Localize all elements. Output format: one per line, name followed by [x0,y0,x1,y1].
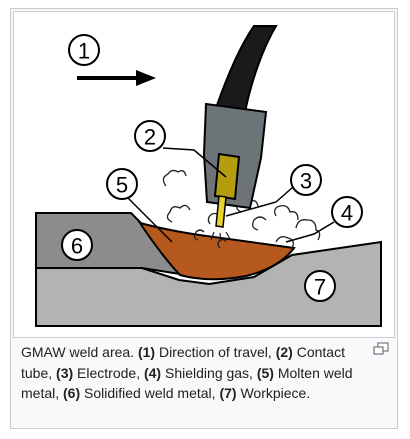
callout-5: 5 [106,168,138,200]
caption-num-3: (3) [56,364,74,381]
callout-label-6: 6 [71,234,83,259]
caption-text-4: Shielding gas, [161,364,257,381]
callout-label-2: 2 [144,125,156,150]
gmaw-illustration: 1 2 3 4 5 6 7 [35,25,382,327]
magnify-icon[interactable] [373,342,389,356]
caption-text-3: Electrode, [73,364,144,381]
caption-num-7: (7) [219,385,237,401]
caption-text-1: Direction of travel, [155,344,276,360]
caption-num-1: (1) [137,344,156,360]
torch-hose [214,25,278,114]
caption-text-6: Solidified weld metal, [80,385,220,401]
figure-caption: GMAW weld area. (1) Direction of travel,… [21,342,371,404]
caption-num-6: (6) [63,385,81,401]
caption-num-4: (4) [143,364,162,381]
caption-text-2: Contact tube, [21,344,345,381]
callout-1: 1 [68,34,100,66]
molten-weld-metal [137,221,296,281]
callout-label-7: 7 [314,275,326,300]
caption-num-5: (5) [256,364,274,381]
caption-text-5: Molten weld metal, [21,364,353,402]
contact-tube [213,152,241,201]
gmaw-diagram[interactable]: 1 2 3 4 5 6 7 [13,11,395,338]
leader-lines [127,147,335,243]
callout-4: 4 [331,196,363,228]
callout-label-1: 1 [78,39,90,64]
caption-lead: GMAW weld area. [21,344,138,360]
callout-2: 2 [134,120,166,152]
caption-num-2: (2) [275,344,293,360]
caption-text-7: Workpiece. [236,385,311,401]
direction-arrow [77,70,156,86]
figure-thumbnail: 1 2 3 4 5 6 7 [10,8,398,429]
callout-label-3: 3 [300,169,312,194]
callout-3: 3 [290,164,322,196]
electrode [215,195,227,228]
callout-label-4: 4 [341,201,353,226]
callout-6: 6 [61,229,93,261]
welding-arc [210,231,231,242]
callout-label-5: 5 [116,173,128,198]
callout-7: 7 [304,270,336,302]
